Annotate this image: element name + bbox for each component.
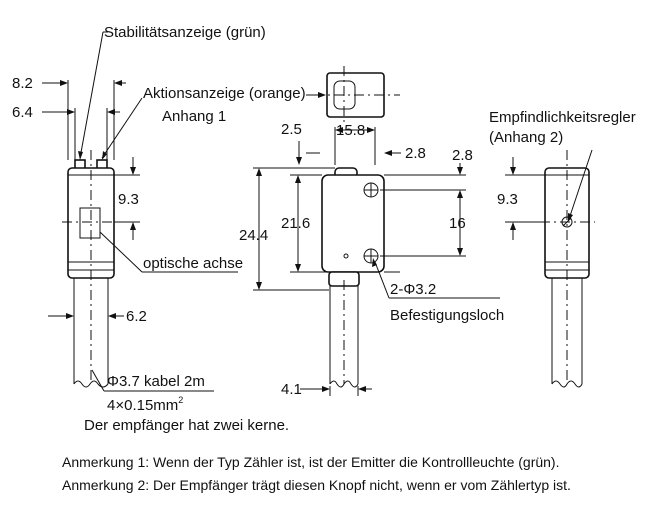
note-2: Anmerkung 2: Der Empfänger trägt diesen … — [62, 477, 571, 493]
left-side-view: 8.2 6.4 Stabilitätsanzeige (grün) Aktion… — [12, 24, 326, 434]
stability-indicator-label: Stabilitätsanzeige (grün) — [104, 24, 266, 41]
dim-2-8-horizontal: 2.8 — [405, 145, 426, 162]
front-view: 15.8 2.5 2.8 2.8 16 24.4 — [239, 66, 504, 398]
dim-9-3-right: 9.3 — [497, 191, 518, 208]
dim-6-2: 6.2 — [126, 308, 147, 325]
dim-8-2: 8.2 — [12, 75, 33, 92]
notes: Anmerkung 1: Wenn der Typ Zähler ist, is… — [62, 454, 571, 493]
front-dot — [343, 253, 349, 259]
mounting-hole-label: Befestigungsloch — [390, 307, 504, 324]
right-side-view: 9.3 Empfindlichkeitsregler (Anhang 2) — [489, 109, 636, 388]
dim-4-1: 4.1 — [281, 381, 302, 398]
dim-15-8: 15.8 — [336, 122, 365, 139]
dim-16: 16 — [449, 215, 466, 232]
annex2-label: (Anhang 2) — [489, 129, 563, 146]
dim-2-5: 2.5 — [281, 121, 302, 138]
action-indicator-label: Aktionsanzeige (orange) — [143, 85, 306, 102]
sensitivity-regulator-label: Empfindlichkeitsregler — [489, 109, 636, 126]
dim-6-4: 6.4 — [12, 104, 33, 121]
note-1: Anmerkung 1: Wenn der Typ Zähler ist, is… — [62, 454, 560, 470]
optical-axis-label: optische achse — [143, 255, 243, 272]
dim-21-6: 21.6 — [281, 215, 310, 232]
dim-9-3-left: 9.3 — [118, 191, 139, 208]
cable-spec-label: Φ3.7 kabel 2m — [107, 373, 205, 390]
annex1-label: Anhang 1 — [162, 108, 226, 125]
receiver-note: Der empfänger hat zwei kerne. — [84, 417, 289, 434]
lens-window — [79, 207, 101, 239]
dim-2-8-vertical: 2.8 — [452, 147, 473, 164]
hole-count-label: 2-Φ3.2 — [390, 281, 436, 298]
cable-cores-label: 4×0.15mm2 — [107, 395, 183, 414]
dim-24-4: 24.4 — [239, 227, 268, 244]
